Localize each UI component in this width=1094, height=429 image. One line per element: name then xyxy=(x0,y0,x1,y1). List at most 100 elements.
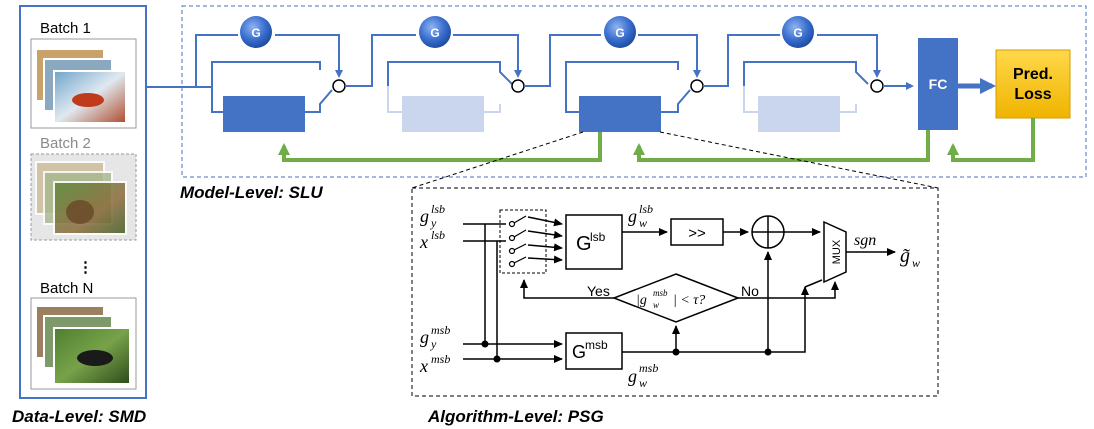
svg-text:lsb: lsb xyxy=(639,202,653,216)
gate-1-label: G xyxy=(251,26,260,40)
gate-2 xyxy=(419,16,451,48)
gw-msb-label: g w msb xyxy=(628,361,658,390)
batch-n-group xyxy=(30,297,137,390)
svg-text:w: w xyxy=(653,300,659,310)
batch-ellipsis: ⋮ xyxy=(78,259,93,276)
g-lsb-sup: lsb xyxy=(590,230,606,244)
no-path xyxy=(738,281,839,299)
svg-text:msb: msb xyxy=(653,288,668,298)
svg-text:w: w xyxy=(639,216,647,230)
layer-3-block xyxy=(579,96,661,132)
svg-text:lsb: lsb xyxy=(431,228,445,242)
svg-text:msb: msb xyxy=(639,361,658,375)
svg-text:g: g xyxy=(628,206,637,226)
no-label: No xyxy=(741,283,759,299)
switch-node-1 xyxy=(332,79,346,93)
g-msb-label: G xyxy=(572,342,586,362)
svg-text:| < τ?: | < τ? xyxy=(673,293,705,308)
layer-stage-1: G xyxy=(195,16,346,132)
msb-to-mux xyxy=(622,286,809,353)
switch-node-4 xyxy=(870,79,884,93)
batch-2-group xyxy=(30,153,137,241)
algorithm-level-border xyxy=(411,187,939,397)
pred-loss-label-2: Loss xyxy=(1014,86,1051,103)
batch-n-photo-subject xyxy=(77,350,113,366)
pred-loss-block xyxy=(995,49,1071,119)
g-msb-sup: msb xyxy=(585,338,608,352)
svg-text:g: g xyxy=(628,366,637,386)
data-level-border xyxy=(19,5,147,399)
zoom-line-right xyxy=(659,131,939,189)
feedback-paths xyxy=(278,118,1035,162)
svg-text:lsb: lsb xyxy=(431,202,445,216)
switch-node-3 xyxy=(690,79,704,93)
svg-text:w: w xyxy=(912,256,920,270)
data-level-panel: Batch 1 Batch 2 ⋮ Batch N xyxy=(19,5,147,399)
svg-text:w: w xyxy=(639,376,647,390)
svg-text:msb: msb xyxy=(431,352,450,366)
output-gw-label: g̃ w xyxy=(900,245,920,270)
input-gy-lsb: g y lsb xyxy=(420,202,445,230)
batch-n-label: Batch N xyxy=(40,280,93,297)
mux-block xyxy=(823,220,847,284)
yes-path xyxy=(520,279,614,299)
algorithm-level-panel: g y lsb x lsb g y msb x msb xyxy=(411,187,939,397)
data-level-title: Data-Level: SMD xyxy=(12,407,146,426)
model-level-title: Model-Level: SLU xyxy=(180,183,323,202)
gate-3-label: G xyxy=(615,26,624,40)
condition-text: |g w msb | < τ? xyxy=(636,288,705,310)
feedback-layer-3-to-layer-1 xyxy=(278,132,602,162)
shift-block xyxy=(670,218,724,246)
gate-2-label: G xyxy=(430,26,439,40)
g-lsb-label: G xyxy=(576,233,592,255)
input-gy-msb: g y msb xyxy=(420,323,450,351)
svg-text:x: x xyxy=(419,232,428,252)
pred-loss-label-1: Pred. xyxy=(1013,66,1053,83)
svg-text:y: y xyxy=(430,216,437,230)
svg-text:g̃: g̃ xyxy=(900,245,910,267)
svg-text:y: y xyxy=(430,337,437,351)
layer-stage-2: G xyxy=(345,16,525,132)
fc-block xyxy=(918,38,958,130)
layer-2-block xyxy=(402,96,484,132)
layer-4-block xyxy=(758,96,840,132)
gate-1 xyxy=(240,16,272,48)
g-lsb-block xyxy=(565,214,623,270)
batch-1-group xyxy=(30,38,137,129)
layer-stage-4: G xyxy=(703,16,884,132)
batch-2-label: Batch 2 xyxy=(40,135,91,152)
gate-3 xyxy=(604,16,636,48)
model-level-border xyxy=(181,5,1087,178)
g-msb-block xyxy=(565,332,623,370)
shift-label: >> xyxy=(688,225,706,242)
mux-label: MUX xyxy=(831,239,843,264)
layer-stage-3: G xyxy=(524,16,704,132)
sgn-label: sgn xyxy=(854,232,876,249)
model-level-panel: G G G xyxy=(146,5,1087,178)
feedback-fc-to-layer-3 xyxy=(633,130,930,162)
svg-text:x: x xyxy=(419,356,428,376)
condition-diamond xyxy=(611,273,741,323)
layer-1-block xyxy=(223,96,305,132)
algorithm-level-title: Algorithm-Level: PSG xyxy=(427,407,604,426)
switch-bank xyxy=(499,209,547,274)
yes-label: Yes xyxy=(587,283,610,299)
gate-4-label: G xyxy=(793,26,802,40)
feedback-loss-to-fc xyxy=(947,118,1035,162)
svg-text:|g: |g xyxy=(636,293,647,308)
switch-node-2 xyxy=(511,79,525,93)
input-x-msb: x msb xyxy=(419,352,450,376)
svg-text:g: g xyxy=(420,327,429,347)
batch-1-photo-subject xyxy=(72,93,104,107)
svg-text:msb: msb xyxy=(431,323,450,337)
switch-bank-contacts xyxy=(508,215,527,268)
batch-1-label: Batch 1 xyxy=(40,20,91,37)
fc-label: FC xyxy=(929,76,948,92)
gw-lsb-label: g w lsb xyxy=(628,202,653,230)
batch-2-photo-subject xyxy=(66,200,94,224)
input-x-lsb: x lsb xyxy=(419,228,445,252)
zoom-line-left xyxy=(411,131,584,189)
svg-text:g: g xyxy=(420,206,429,226)
gate-4 xyxy=(782,16,814,48)
